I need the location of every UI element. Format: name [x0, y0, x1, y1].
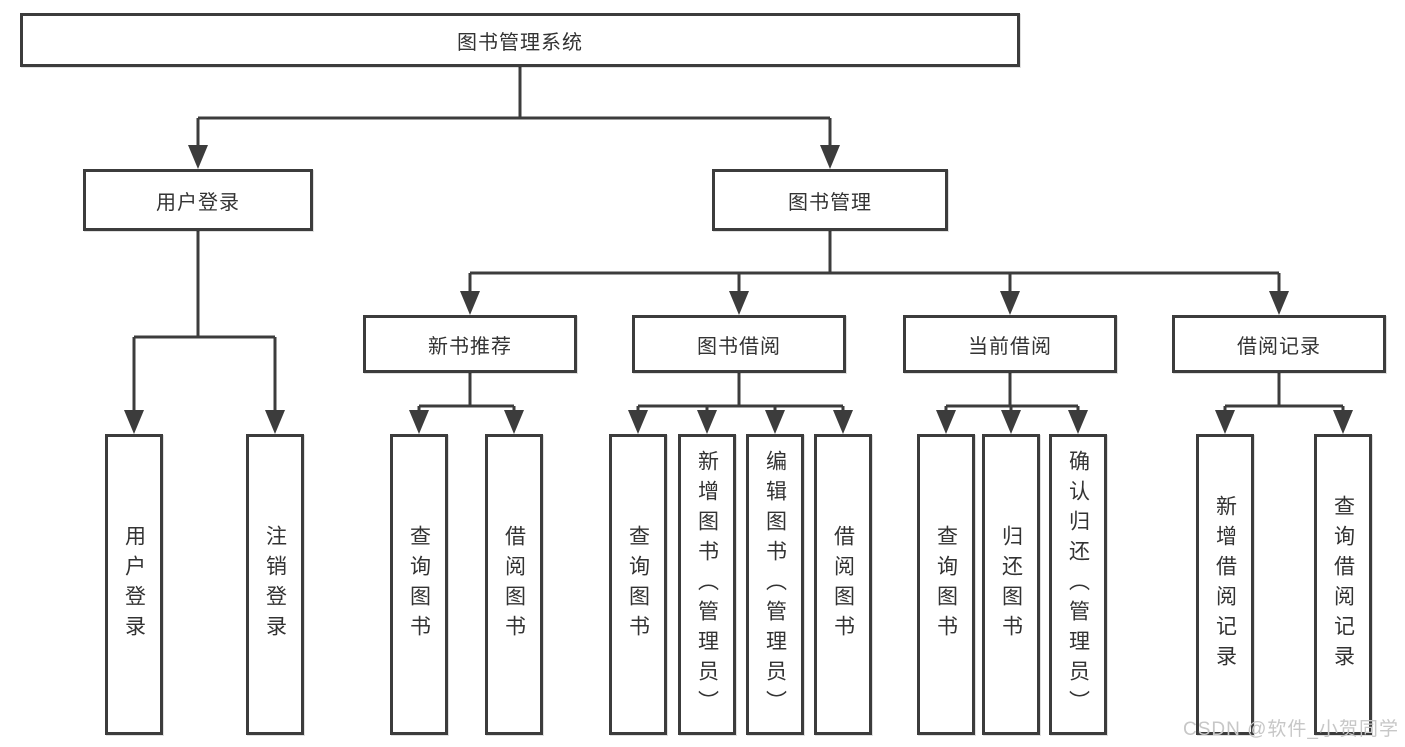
node-current-borrowing: 当前借阅: [903, 315, 1117, 373]
leaf-borrowing-add-admin: 新增图书（管理员）: [678, 434, 736, 735]
leaf-user-login: 用户登录: [105, 434, 163, 735]
leaf-newbooks-query: 查询图书: [390, 434, 448, 735]
leaf-current-return: 归还图书: [982, 434, 1040, 735]
node-root: 图书管理系统: [20, 13, 1020, 67]
node-user-login: 用户登录: [83, 169, 313, 231]
csdn-watermark: CSDN @软件_小贺同学: [1183, 719, 1399, 740]
leaf-borrowing-borrow: 借阅图书: [814, 434, 872, 735]
leaf-logout: 注销登录: [246, 434, 304, 735]
leaf-borrowing-edit-admin: 编辑图书（管理员）: [746, 434, 804, 735]
node-borrowing-records: 借阅记录: [1172, 315, 1386, 373]
node-new-book-recommend: 新书推荐: [363, 315, 577, 373]
node-book-borrowing: 图书借阅: [632, 315, 846, 373]
leaf-newbooks-borrow: 借阅图书: [485, 434, 543, 735]
leaf-records-add: 新增借阅记录: [1196, 434, 1254, 735]
leaf-records-query: 查询借阅记录: [1314, 434, 1372, 735]
leaf-borrowing-query: 查询图书: [609, 434, 667, 735]
leaf-current-confirm-return-admin: 确认归还（管理员）: [1049, 434, 1107, 735]
node-book-management: 图书管理: [712, 169, 948, 231]
leaf-current-query: 查询图书: [917, 434, 975, 735]
